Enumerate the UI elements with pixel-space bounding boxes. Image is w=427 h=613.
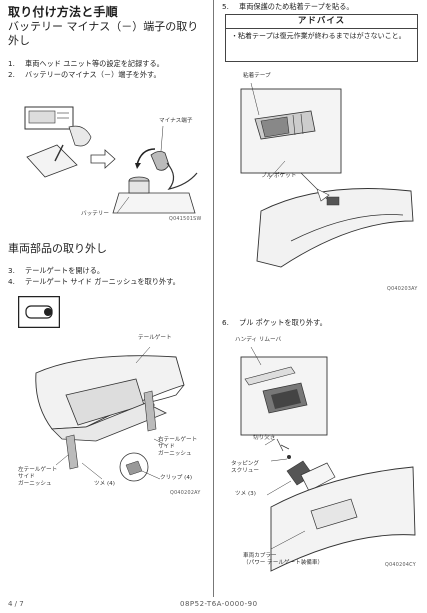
step-1: 1.車両ヘッド ユニット等の設定を記録する。 bbox=[8, 59, 164, 68]
car-location-icon bbox=[18, 296, 60, 328]
step-2: 2.バッテリーのマイナス（－）端子を外す。 bbox=[8, 70, 161, 79]
label-right-garnish: 右テールゲート サイド ガーニッシュ bbox=[158, 437, 198, 457]
advice-title: アドバイス bbox=[226, 15, 417, 29]
section-heading-parts: 車両部品の取り外し bbox=[8, 242, 107, 255]
label-claw: ツメ (4) bbox=[94, 481, 115, 487]
label-coupler: 車両カプラー （パワー テールゲート装備車） bbox=[243, 553, 324, 566]
section-heading-battery: バッテリー マイナス（－）端子の取り外し bbox=[8, 20, 199, 47]
tailgate-illustration bbox=[35, 346, 185, 482]
label-tailgate: テールゲート bbox=[138, 335, 172, 341]
figure-battery: マイナス端子 バッテリー Q041501SW bbox=[18, 92, 205, 227]
figure-code: Q040203AY bbox=[387, 287, 418, 292]
label-remover: ハンディ リムーバ bbox=[235, 337, 282, 343]
page-number: 4 / 7 bbox=[8, 600, 24, 608]
figure-tailgate: テールゲート 右テールゲート サイド ガーニッシュ 左テールゲート サイド ガー… bbox=[18, 332, 207, 504]
step-4: 4.テールゲート サイド ガーニッシュを取り外す。 bbox=[8, 277, 180, 286]
document-code: 08P52-T6A-0000-90 bbox=[180, 600, 258, 608]
advice-text: ・粘着テープは復元作業が終わるまではがさないこと。 bbox=[231, 32, 406, 40]
step-3: 3.テールゲートを開ける。 bbox=[8, 266, 105, 275]
tape-illustration bbox=[240, 82, 414, 268]
label-clip: クリップ (4) bbox=[160, 475, 193, 481]
battery-illustration bbox=[24, 106, 198, 214]
label-minus-terminal: マイナス端子 bbox=[159, 118, 193, 124]
label-left-garnish: 左テールゲート サイド ガーニッシュ bbox=[18, 467, 58, 487]
figure-code: Q040202AY bbox=[170, 491, 201, 496]
label-claw: ツメ (3) bbox=[235, 491, 256, 497]
label-pull-pocket: プル ポケット bbox=[261, 173, 297, 179]
step-6: 6.プル ポケットを取り外す。 bbox=[222, 318, 327, 327]
advice-box: アドバイス ・粘着テープは復元作業が終わるまではがさないこと。 bbox=[225, 14, 418, 62]
figure-code: Q040204CY bbox=[385, 563, 416, 568]
figure-tape: 粘着テープ プル ポケット Q040203AY bbox=[230, 70, 422, 294]
column-divider bbox=[213, 0, 214, 597]
label-tapping-screw: タッピング スクリュー bbox=[231, 461, 259, 474]
step-5: 5.車両保護のため粘着テープを貼る。 bbox=[222, 2, 354, 11]
label-tape: 粘着テープ bbox=[243, 73, 271, 79]
figure-code: Q041501SW bbox=[169, 217, 202, 222]
page-title: 取り付け方法と手順 bbox=[8, 5, 118, 19]
label-notch: 切り欠き bbox=[253, 435, 276, 441]
figure-pull-pocket: ハンディ リムーバ 切り欠き タッピング スクリュー ツメ (3) 車両カプラー… bbox=[230, 334, 422, 586]
pull-pocket-illustration bbox=[240, 346, 416, 572]
label-battery: バッテリー bbox=[81, 211, 109, 217]
